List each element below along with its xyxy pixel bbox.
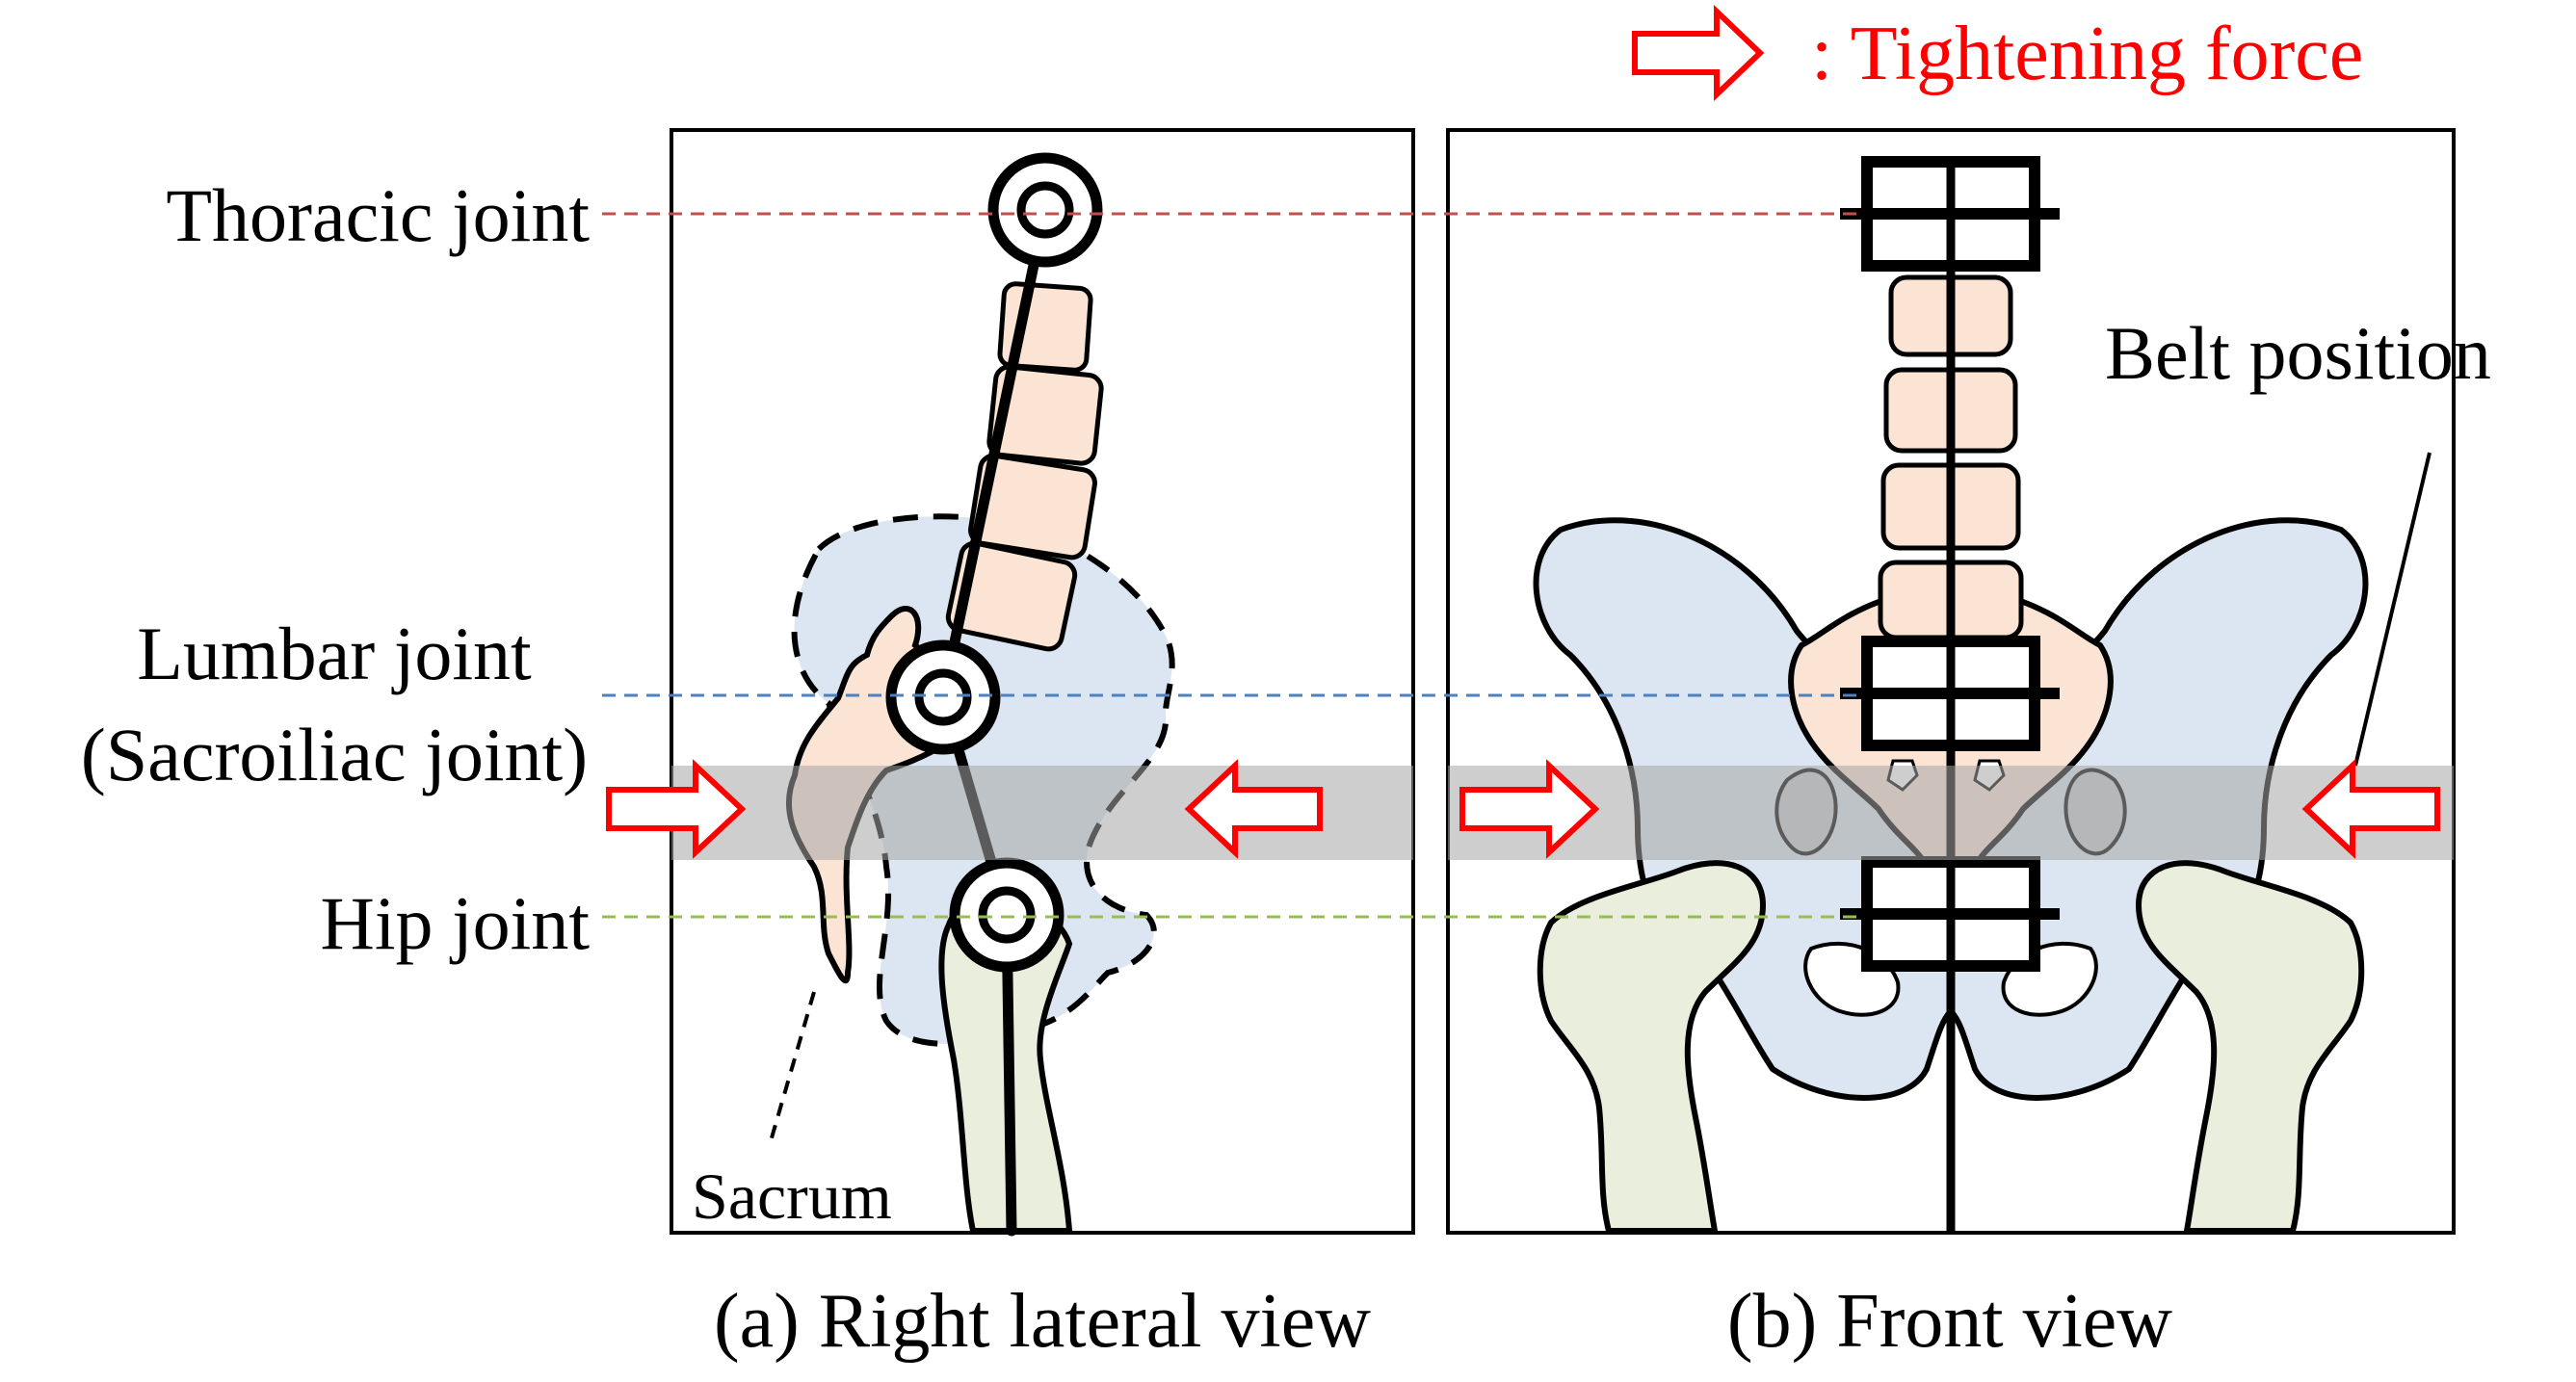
front-femur-right — [2135, 860, 2365, 1234]
legend-text: : Tightening force — [1811, 12, 2363, 96]
lateral-hip-joint — [949, 857, 1065, 973]
label-hip-joint: Hip joint — [320, 881, 590, 965]
force-arrow-lateral-right — [1184, 759, 1323, 859]
force-arrow-lateral-left — [606, 759, 747, 859]
label-lumbar-joint: Lumbar joint — [137, 612, 532, 695]
label-thoracic-joint: Thoracic joint — [166, 173, 590, 257]
sacrum-pointer — [769, 991, 816, 1142]
lateral-thoracic-joint — [987, 152, 1103, 268]
front-thoracic-joint — [1840, 156, 2060, 272]
panel-front — [1446, 128, 2456, 1235]
panel-lateral — [670, 128, 1415, 1237]
legend-arrow-icon — [1632, 4, 1765, 102]
label-belt-position: Belt position — [2105, 311, 2491, 395]
front-lumbar-joint — [1840, 636, 2060, 751]
force-arrow-front-left — [1459, 759, 1600, 859]
caption-front-view: (b) Front view — [1727, 1279, 2172, 1364]
front-hip-joint — [1840, 856, 2060, 972]
front-femur-left — [1537, 860, 1767, 1234]
label-sacrum: Sacrum — [692, 1160, 892, 1233]
lateral-vertebrae — [945, 281, 1104, 652]
lateral-vertebra-2 — [986, 364, 1104, 466]
belt-pointer — [2353, 452, 2431, 767]
lateral-vertebra-3 — [968, 453, 1097, 561]
force-arrows — [606, 4, 2440, 859]
force-arrow-front-right — [2301, 759, 2440, 859]
caption-lateral-view: (a) Right lateral view — [714, 1279, 1371, 1364]
lateral-vertebra-4 — [945, 540, 1078, 652]
label-sacroiliac-joint: (Sacroiliac joint) — [81, 713, 588, 796]
lateral-lumbar-joint — [885, 639, 1001, 755]
belt-band-front — [1448, 766, 2454, 860]
